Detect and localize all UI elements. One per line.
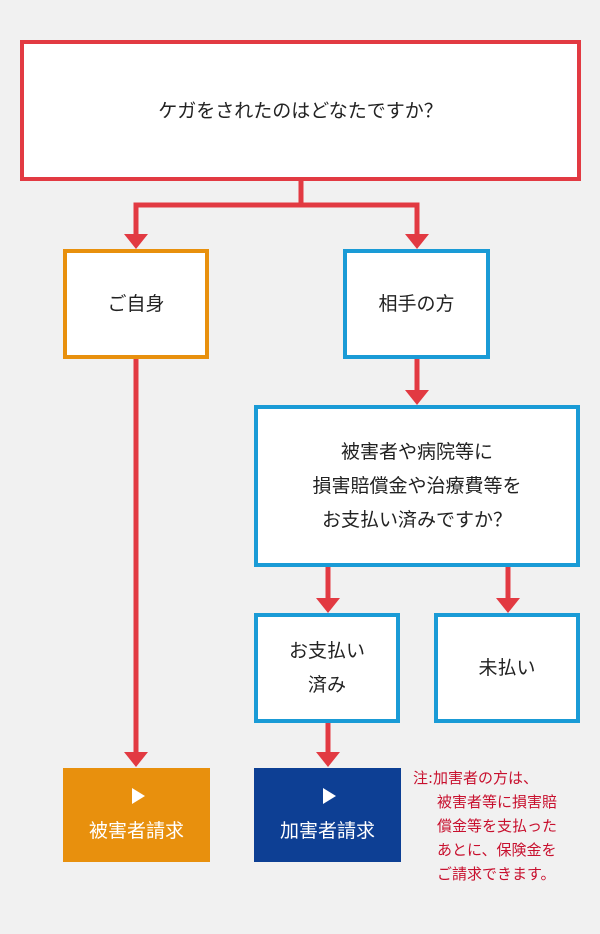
play-triangle-icon — [132, 787, 145, 804]
option-other-party-text: 相手の方 — [378, 293, 455, 315]
question-who-injured: ケガをされたのはどなたですか？ — [20, 40, 581, 181]
note-head: 注:加害者の方は、 — [413, 769, 539, 787]
arrowhead-paid — [316, 598, 340, 613]
arrowhead-other — [405, 234, 429, 249]
option-self-text: ご自身 — [107, 293, 165, 315]
perpetrator-claim-button[interactable]: 加害者請求 — [254, 768, 401, 862]
option-paid: お支払い 済み — [254, 613, 400, 723]
option-other-party: 相手の方 — [343, 249, 490, 359]
arrowhead-perpetrator-claim — [316, 752, 340, 767]
option-unpaid: 未払い — [434, 613, 580, 723]
option-paid-text: お支払い 済み — [288, 640, 365, 696]
question-who-injured-text: ケガをされたのはどなたですか？ — [158, 99, 443, 122]
arrowhead-self — [124, 234, 148, 249]
victim-claim-button[interactable]: 被害者請求 — [63, 768, 210, 862]
question-paid: 被害者や病院等に 損害賠償金や治療費等を お支払い済みですか？ — [254, 405, 580, 567]
victim-claim-label: 被害者請求 — [88, 819, 184, 842]
arrowhead-victim-claim — [124, 752, 148, 767]
option-self: ご自身 — [63, 249, 209, 359]
play-triangle-icon — [323, 787, 336, 804]
perpetrator-note: 注:加害者の方は、 被害者等に損害賠 償金等を支払った あとに、保険金を ご請求… — [413, 766, 593, 886]
arrowhead-question2 — [405, 390, 429, 405]
question-paid-text: 被害者や病院等に 損害賠償金や治療費等を お支払い済みですか？ — [312, 441, 522, 531]
option-unpaid-text: 未払い — [478, 657, 536, 679]
arrowhead-unpaid — [496, 598, 520, 613]
note-body: 被害者等に損害賠 償金等を支払った あとに、保険金を ご請求できます。 — [437, 793, 558, 883]
perpetrator-claim-label: 加害者請求 — [279, 819, 375, 842]
connector-top-split — [133, 180, 420, 234]
